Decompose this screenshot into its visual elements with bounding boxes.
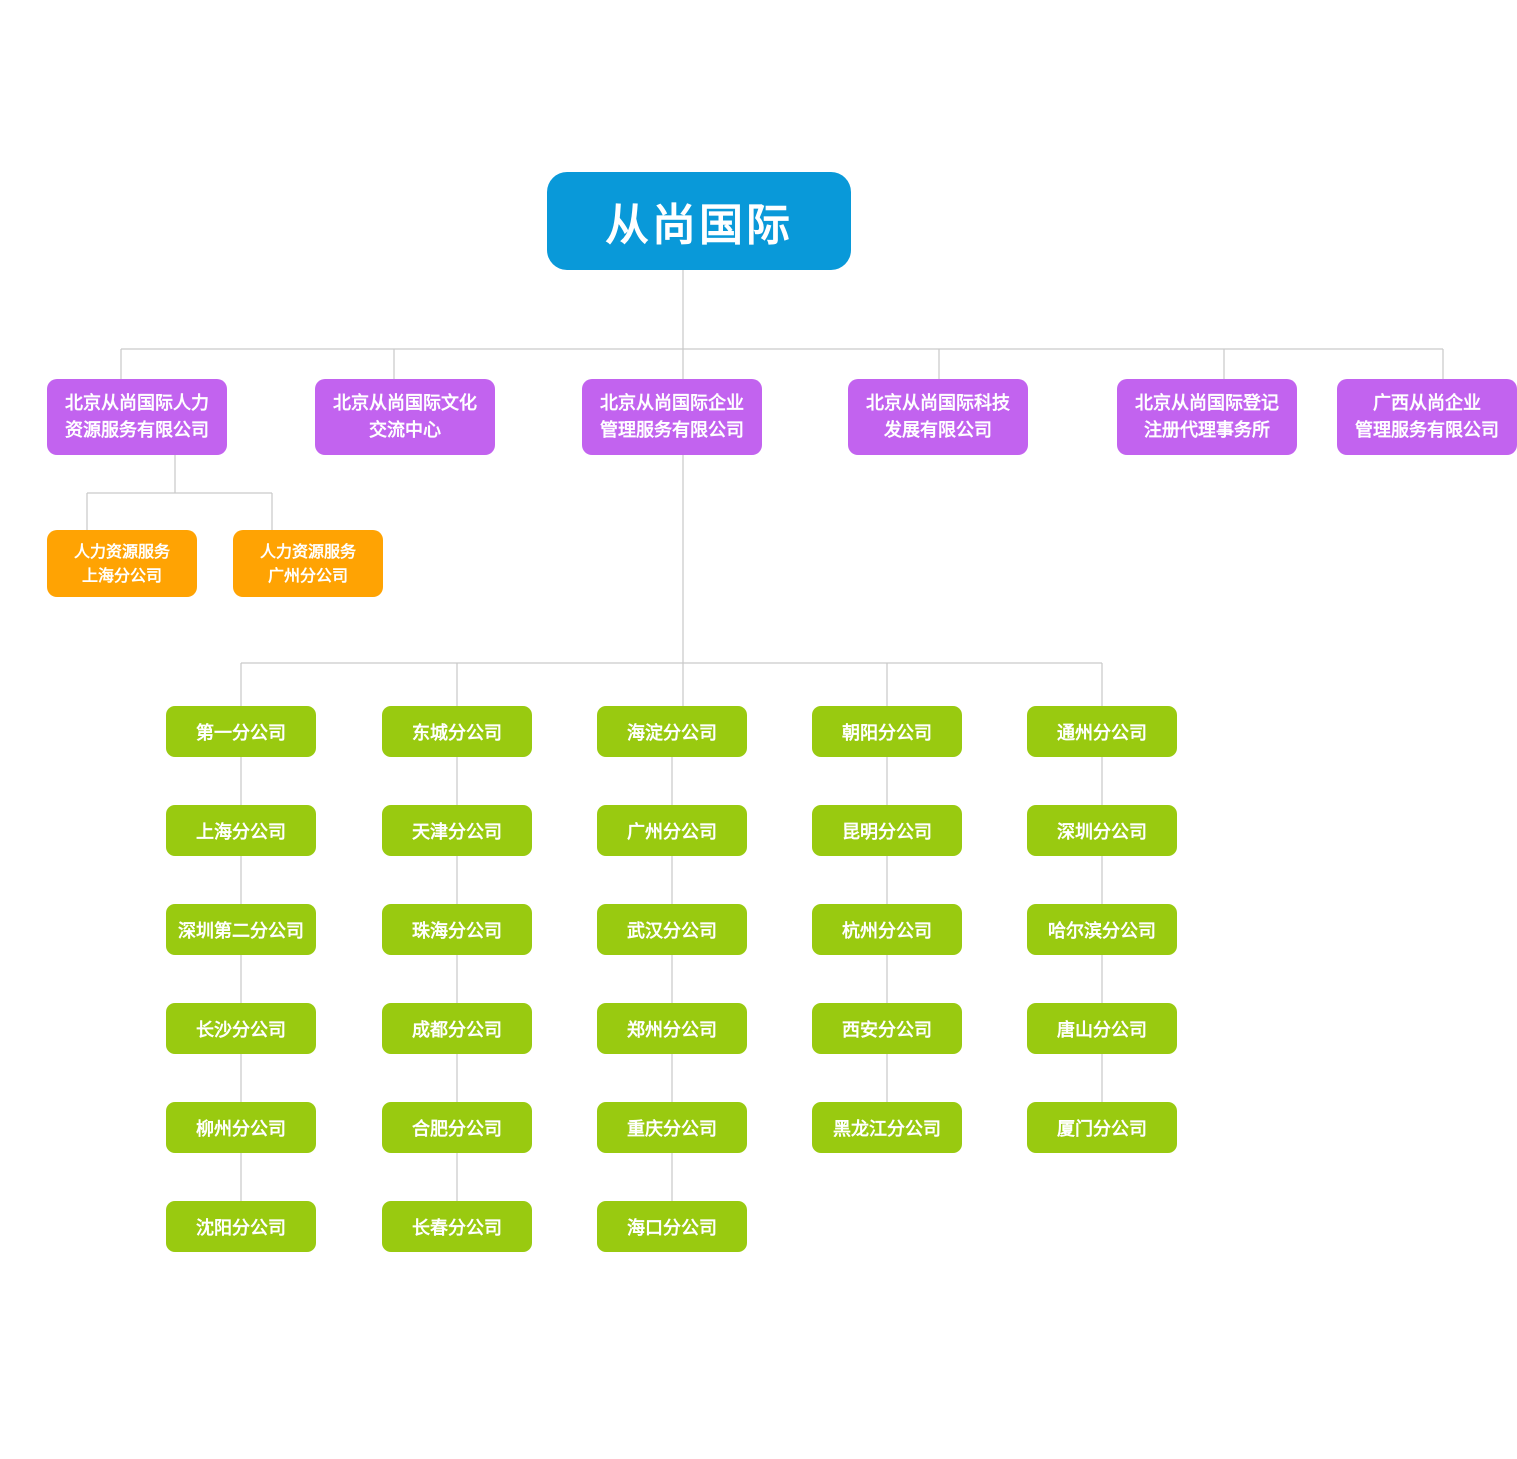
org-node-label: 武汉分公司 — [627, 920, 717, 942]
org-node-leaf: 昆明分公司 — [812, 805, 962, 856]
org-node-root: 从尚国际 — [547, 172, 851, 270]
org-node-leaf: 朝阳分公司 — [812, 706, 962, 757]
org-node-label: 沈阳分公司 — [196, 1217, 286, 1239]
org-node-branch: 北京从尚国际登记 注册代理事务所 — [1117, 379, 1297, 455]
org-node-label: 从尚国际 — [605, 200, 793, 251]
org-node-label: 广州分公司 — [627, 821, 717, 843]
org-node-label: 黑龙江分公司 — [833, 1118, 941, 1140]
org-node-leaf: 厦门分公司 — [1027, 1102, 1177, 1153]
org-node-label: 厦门分公司 — [1057, 1118, 1147, 1140]
org-node-label: 天津分公司 — [412, 821, 502, 843]
org-node-label: 北京从尚国际人力 资源服务有限公司 — [65, 393, 209, 441]
org-node-branch: 北京从尚国际企业 管理服务有限公司 — [582, 379, 762, 455]
org-node-leaf: 海淀分公司 — [597, 706, 747, 757]
org-node-label: 深圳分公司 — [1057, 821, 1147, 843]
org-node-label: 杭州分公司 — [842, 920, 932, 942]
org-node-label: 柳州分公司 — [196, 1118, 286, 1140]
org-node-subsidiary: 人力资源服务 上海分公司 — [47, 530, 197, 597]
org-node-label: 朝阳分公司 — [842, 722, 932, 744]
org-node-leaf: 唐山分公司 — [1027, 1003, 1177, 1054]
org-node-leaf: 天津分公司 — [382, 805, 532, 856]
org-node-label: 唐山分公司 — [1057, 1019, 1147, 1041]
org-node-branch: 广西从尚企业 管理服务有限公司 — [1337, 379, 1517, 455]
org-node-label: 北京从尚国际科技 发展有限公司 — [866, 393, 1010, 441]
org-node-leaf: 深圳第二分公司 — [166, 904, 316, 955]
org-node-leaf: 广州分公司 — [597, 805, 747, 856]
org-node-leaf: 长沙分公司 — [166, 1003, 316, 1054]
org-node-label: 长沙分公司 — [196, 1019, 286, 1041]
org-node-leaf: 黑龙江分公司 — [812, 1102, 962, 1153]
org-node-subsidiary: 人力资源服务 广州分公司 — [233, 530, 383, 597]
org-node-leaf: 东城分公司 — [382, 706, 532, 757]
org-node-leaf: 西安分公司 — [812, 1003, 962, 1054]
org-node-leaf: 郑州分公司 — [597, 1003, 747, 1054]
org-node-label: 西安分公司 — [842, 1019, 932, 1041]
org-node-leaf: 海口分公司 — [597, 1201, 747, 1252]
org-node-label: 昆明分公司 — [842, 821, 932, 843]
org-node-leaf: 第一分公司 — [166, 706, 316, 757]
org-node-label: 长春分公司 — [412, 1217, 502, 1239]
org-node-label: 通州分公司 — [1057, 722, 1147, 744]
org-node-leaf: 重庆分公司 — [597, 1102, 747, 1153]
org-node-leaf: 深圳分公司 — [1027, 805, 1177, 856]
org-node-leaf: 柳州分公司 — [166, 1102, 316, 1153]
org-node-label: 成都分公司 — [412, 1019, 502, 1041]
org-node-label: 人力资源服务 上海分公司 — [73, 541, 170, 585]
org-node-leaf: 武汉分公司 — [597, 904, 747, 955]
org-node-label: 北京从尚国际登记 注册代理事务所 — [1135, 393, 1279, 441]
org-node-label: 珠海分公司 — [412, 920, 502, 942]
org-node-label: 人力资源服务 广州分公司 — [259, 541, 356, 585]
org-node-leaf: 珠海分公司 — [382, 904, 532, 955]
org-node-leaf: 杭州分公司 — [812, 904, 962, 955]
org-node-branch: 北京从尚国际科技 发展有限公司 — [848, 379, 1028, 455]
org-node-leaf: 哈尔滨分公司 — [1027, 904, 1177, 955]
org-node-branch: 北京从尚国际文化 交流中心 — [315, 379, 495, 455]
org-node-label: 海口分公司 — [627, 1217, 717, 1239]
org-node-leaf: 沈阳分公司 — [166, 1201, 316, 1252]
org-node-label: 北京从尚国际文化 交流中心 — [333, 393, 477, 441]
org-node-leaf: 成都分公司 — [382, 1003, 532, 1054]
org-node-branch: 北京从尚国际人力 资源服务有限公司 — [47, 379, 227, 455]
org-node-leaf: 长春分公司 — [382, 1201, 532, 1252]
org-node-leaf: 上海分公司 — [166, 805, 316, 856]
org-node-label: 北京从尚国际企业 管理服务有限公司 — [600, 393, 744, 441]
org-node-label: 海淀分公司 — [627, 722, 717, 744]
org-node-label: 深圳第二分公司 — [178, 920, 304, 942]
org-node-leaf: 通州分公司 — [1027, 706, 1177, 757]
org-node-label: 合肥分公司 — [412, 1118, 502, 1140]
org-node-label: 哈尔滨分公司 — [1048, 920, 1156, 942]
org-node-leaf: 合肥分公司 — [382, 1102, 532, 1153]
org-node-label: 广西从尚企业 管理服务有限公司 — [1355, 393, 1499, 441]
org-node-label: 第一分公司 — [196, 722, 286, 744]
org-node-label: 重庆分公司 — [627, 1118, 717, 1140]
org-node-label: 郑州分公司 — [627, 1019, 717, 1041]
org-node-label: 东城分公司 — [412, 722, 502, 744]
org-node-label: 上海分公司 — [196, 821, 286, 843]
